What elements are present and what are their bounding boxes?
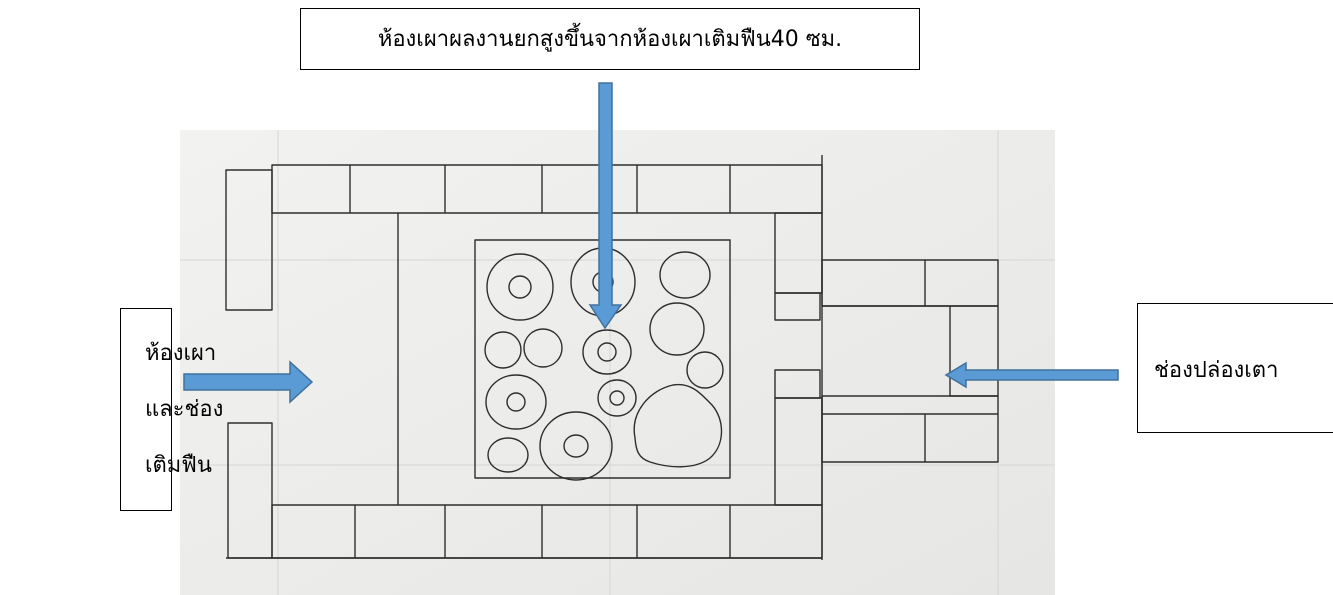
- left-label-frame: [120, 308, 172, 511]
- right-label-chimney: ช่องปล่องเตา: [1137, 303, 1333, 433]
- paper-background: [180, 130, 1055, 595]
- right-label-text: ช่องปล่องเตา: [1154, 358, 1279, 383]
- left-label-line-2: และช่อง: [145, 397, 224, 422]
- kiln-sketch-photo: [180, 130, 1055, 595]
- left-label-line-1: ห้องเผา: [145, 341, 217, 366]
- kiln-walls: [225, 155, 999, 560]
- left-label-line-3: เติมฟืน: [145, 453, 212, 478]
- top-label-text: ห้องเผาผลงานยกสูงขึ้นจากห้องเผาเติมฟืน40…: [377, 27, 843, 52]
- top-label-ware-chamber-raised: ห้องเผาผลงานยกสูงขึ้นจากห้องเผาเติมฟืน40…: [300, 8, 920, 70]
